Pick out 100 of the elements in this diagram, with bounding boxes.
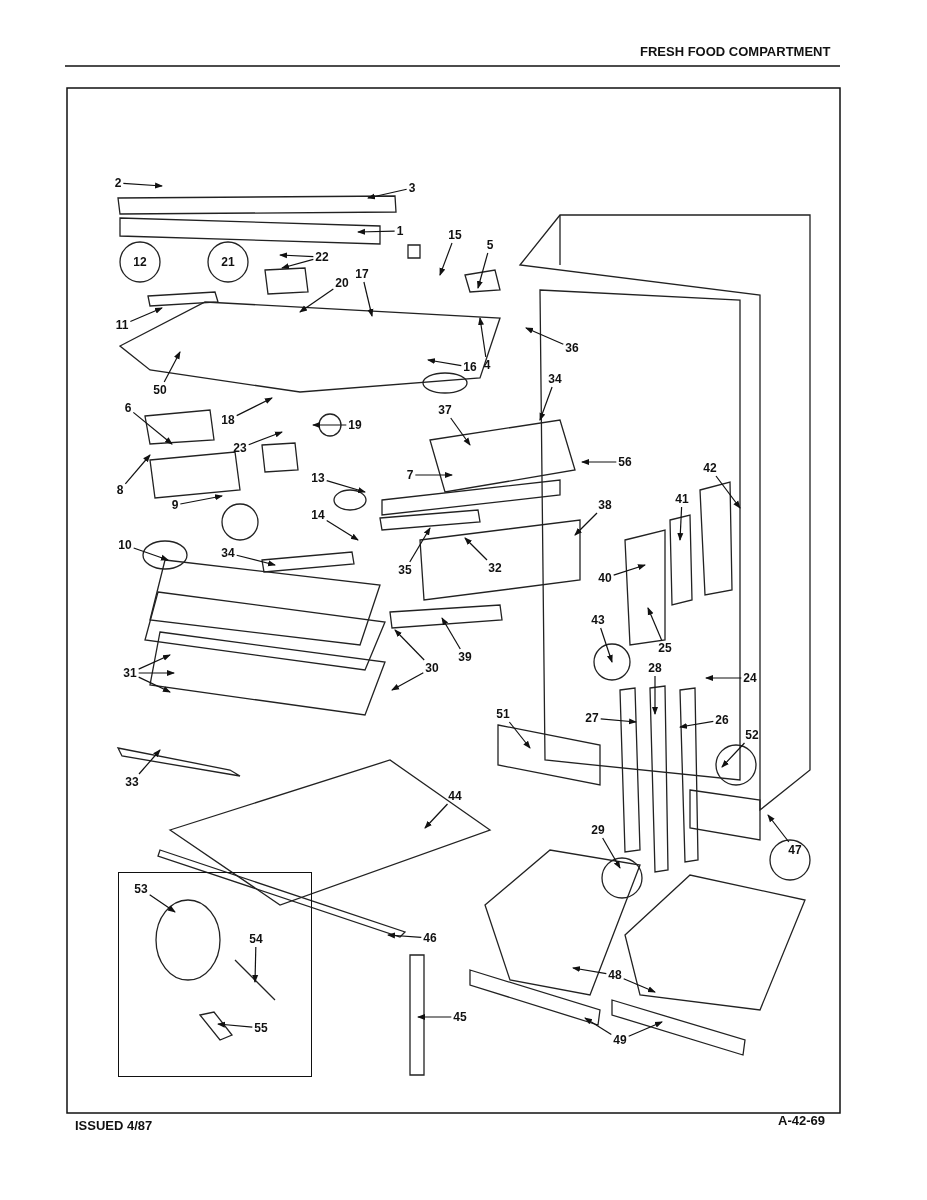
callout-number: 31: [123, 666, 137, 680]
leader-line: [124, 454, 151, 485]
leader-line: [477, 252, 489, 289]
leader-line: [132, 411, 173, 445]
callout-number: 17: [355, 267, 369, 281]
leader-line: [715, 475, 741, 509]
leader-line: [584, 1017, 612, 1036]
callout-number: 51: [496, 707, 510, 721]
footer-note: ISSUED 4/87: [75, 1118, 153, 1133]
leader-line: [236, 554, 276, 567]
leader-line: [767, 814, 790, 843]
callout-number: 6: [124, 401, 132, 415]
callout-number: 30: [425, 661, 439, 675]
callout-number: 50: [153, 383, 167, 397]
callout-number: 1: [396, 224, 404, 238]
leader-line: [600, 718, 637, 725]
callout-number: 20: [335, 276, 349, 290]
leader-line: [417, 1014, 452, 1020]
callout-number: 13: [311, 471, 325, 485]
leader-line: [574, 512, 598, 536]
callout-number: 34: [548, 372, 562, 386]
callout-number: 44: [448, 789, 462, 803]
leader-line: [394, 629, 425, 661]
leader-line: [478, 317, 487, 358]
inset-box: [118, 872, 312, 1077]
leader-line: [628, 1021, 663, 1037]
leader-line: [427, 358, 462, 367]
callout-number: 2: [114, 176, 122, 190]
leader-line: [122, 182, 163, 189]
callout-number: 37: [438, 403, 452, 417]
callout-number: 7: [406, 468, 414, 482]
callout-number: 9: [171, 498, 179, 512]
leader-line: [705, 675, 742, 681]
leader-line: [414, 472, 453, 478]
callout-number: 34: [221, 546, 235, 560]
leader-line: [138, 749, 161, 775]
callout-number: 22: [315, 250, 329, 264]
leader-line: [138, 654, 171, 670]
callout-number: 56: [618, 455, 632, 469]
callout-number: 49: [613, 1033, 627, 1047]
leader-line: [581, 459, 617, 465]
callout-number: 40: [598, 571, 612, 585]
leader-line: [439, 242, 453, 276]
page-heading: FRESH FOOD COMPARTMENT: [640, 44, 831, 59]
callout-number: 55: [254, 1021, 268, 1035]
leader-line: [312, 422, 347, 428]
callout-number: 36: [565, 341, 579, 355]
leader-line: [679, 720, 714, 729]
leader-line: [299, 288, 334, 313]
leader-line: [367, 188, 408, 200]
callout-number: 46: [423, 931, 437, 945]
leader-line: [129, 307, 163, 323]
leader-line: [252, 946, 259, 983]
callout-number: 19: [348, 418, 362, 432]
leader-line: [409, 527, 431, 563]
leader-line: [236, 397, 273, 417]
callout-number: 18: [221, 413, 235, 427]
callout-number: 24: [743, 671, 757, 685]
leader-line: [602, 837, 621, 869]
leader-line: [391, 672, 424, 691]
callout-number: 47: [788, 843, 802, 857]
callout-number: 53: [134, 882, 148, 896]
leader-line: [424, 803, 449, 829]
leader-line: [281, 258, 314, 270]
leader-line: [721, 742, 746, 768]
callout-number: 43: [591, 613, 605, 627]
callout-number: 4: [483, 358, 491, 372]
callout-number: 38: [598, 498, 612, 512]
callout-number: 42: [703, 461, 717, 475]
leader-line: [326, 480, 366, 493]
callout-number: 52: [745, 728, 759, 742]
leader-line: [539, 386, 553, 421]
leader-line: [441, 617, 461, 650]
callout-number: 3: [408, 181, 416, 195]
leader-line: [508, 721, 531, 749]
leader-line: [623, 978, 656, 993]
callout-number: 35: [398, 563, 412, 577]
leader-line: [279, 252, 314, 259]
leader-line: [525, 327, 564, 345]
callout-number: 28: [648, 661, 662, 675]
callout-number: 12: [133, 255, 147, 269]
leader-line: [217, 1021, 253, 1028]
callout-number: 32: [488, 561, 502, 575]
leader-line: [138, 670, 175, 676]
leader-line: [652, 675, 658, 715]
leader-line: [163, 351, 181, 383]
callout-number: 11: [115, 318, 129, 332]
callout-number: 33: [125, 775, 139, 789]
leader-line: [326, 519, 359, 541]
callout-number: 15: [448, 228, 462, 242]
callout-number: 14: [311, 508, 325, 522]
leader-line: [149, 894, 176, 913]
callout-number: 10: [118, 538, 132, 552]
leader-line: [357, 228, 396, 235]
callout-number: 26: [715, 713, 729, 727]
callout-number: 8: [116, 483, 124, 497]
callout-number: 48: [608, 968, 622, 982]
callout-number: 29: [591, 823, 605, 837]
callout-number: 25: [658, 641, 672, 655]
leader-line: [387, 932, 422, 939]
